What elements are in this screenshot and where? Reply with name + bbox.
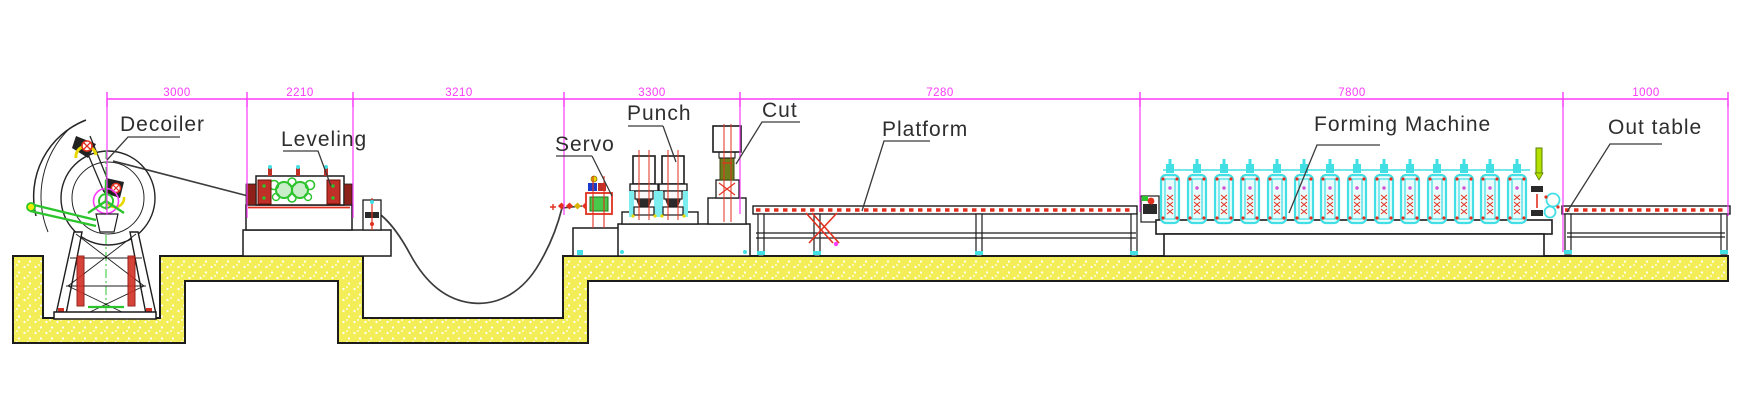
label-cut: Cut xyxy=(762,99,798,122)
dim-1000: 1000 xyxy=(1632,87,1660,99)
leveling-top-posts xyxy=(268,165,328,176)
decoiler-stand xyxy=(53,213,157,320)
dimension-chain xyxy=(106,92,1729,252)
strip-loop xyxy=(365,205,563,305)
outlet-shear-head xyxy=(1531,147,1561,219)
station-labels: Decoiler Leveling Servo Punch Cut Platfo… xyxy=(120,99,1702,156)
leveling-rolls xyxy=(268,177,316,203)
platform-table xyxy=(752,205,1138,257)
label-out-table: Out table xyxy=(1608,116,1702,139)
dim-3300: 3300 xyxy=(638,87,666,99)
punch-station xyxy=(617,149,751,257)
punch-press-2 xyxy=(657,149,689,221)
foundation-ground xyxy=(12,255,1729,344)
dim-7280: 7280 xyxy=(926,87,954,99)
dim-2210: 2210 xyxy=(286,87,314,99)
dim-3000: 3000 xyxy=(163,87,191,99)
roller-stands xyxy=(1159,157,1528,225)
decoiler-machine xyxy=(26,119,157,320)
label-leveling: Leveling xyxy=(281,128,367,151)
feed-arrow-row xyxy=(550,202,590,210)
exit-guide-roller xyxy=(362,198,382,231)
label-forming-machine: Forming Machine xyxy=(1314,113,1491,136)
dim-7800: 7800 xyxy=(1338,87,1366,99)
out-table xyxy=(1561,205,1731,255)
punch-press-1 xyxy=(628,149,660,221)
cut-machine xyxy=(707,124,747,225)
foundation-profile xyxy=(12,255,1729,344)
label-servo: Servo xyxy=(555,133,615,156)
leveling-machine xyxy=(242,165,392,257)
station-leader-lines xyxy=(106,121,1662,214)
forming-machine xyxy=(1140,147,1561,257)
label-platform: Platform xyxy=(882,118,968,141)
label-punch: Punch xyxy=(627,102,692,125)
red-support-brace xyxy=(805,212,840,247)
dimension-values: 3000 2210 3210 3300 7280 7800 1000 xyxy=(163,87,1660,99)
label-decoiler: Decoiler xyxy=(120,113,205,136)
dim-3210: 3210 xyxy=(445,87,473,99)
